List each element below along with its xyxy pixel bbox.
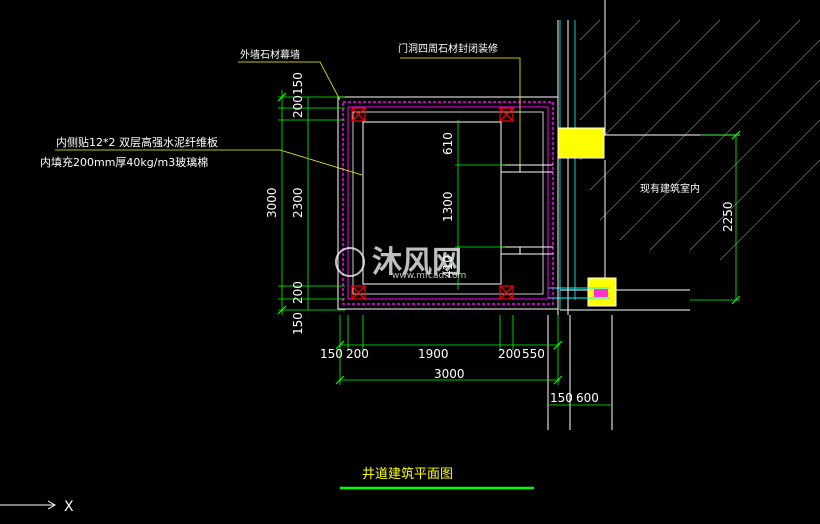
dim-bottom-200a: 200 xyxy=(346,347,369,361)
dim-left-200-top: 200 xyxy=(291,95,305,118)
cyan-structure xyxy=(559,20,576,310)
watermark: 沐风网 www.mfcad.com xyxy=(335,245,466,281)
dimension-lines xyxy=(278,90,740,406)
dim-bottom-3000: 3000 xyxy=(434,367,465,381)
building-structure xyxy=(547,0,740,430)
dim-left-2300: 2300 xyxy=(291,187,305,218)
leader-lines xyxy=(55,57,521,176)
annotation-inner-fill: 内填充200mm厚40kg/m3玻璃棉 xyxy=(40,155,208,169)
existing-building-hatch xyxy=(579,19,820,261)
shaft-walls xyxy=(337,96,559,310)
dim-right-2250: 2250 xyxy=(721,201,735,232)
ucs-x-axis xyxy=(0,500,57,510)
annotation-door-opening: 门洞四周石材封闭装修 xyxy=(398,42,498,55)
dim-bottom-150: 150 xyxy=(320,347,343,361)
annotation-existing-building: 现有建筑室内 xyxy=(640,182,700,195)
yellow-block-upper xyxy=(557,127,605,159)
dim-inner-410: 410 xyxy=(441,255,455,278)
dim-inner-610: 610 xyxy=(441,132,455,155)
watermark-brand: 沐风网 xyxy=(372,245,462,280)
x-axis-label: X xyxy=(64,499,74,515)
annotation-inner-board: 内侧贴12*2 双层高强水泥纤维板 xyxy=(56,135,218,149)
dim-left-150-bottom: 150 xyxy=(291,312,305,335)
dim-bottom-150b: 150 xyxy=(550,391,573,405)
dim-left-3000: 3000 xyxy=(265,187,279,218)
drawing-title: 井道建筑平面图 xyxy=(362,466,453,482)
dim-bottom-1900: 1900 xyxy=(418,347,449,361)
dim-left-150-top: 150 xyxy=(291,72,305,95)
dim-bottom-550: 550 xyxy=(522,347,545,361)
columns xyxy=(351,107,514,300)
dim-inner-1300: 1300 xyxy=(441,191,455,222)
dimension-ticks xyxy=(277,92,741,385)
dim-bottom-200b: 200 xyxy=(498,347,521,361)
watermark-url: www.mfcad.com xyxy=(392,271,466,281)
annotation-outer-wall: 外墙石材幕墙 xyxy=(240,48,300,61)
dim-left-200-bottom: 200 xyxy=(291,281,305,304)
dim-bottom-600: 600 xyxy=(576,391,599,405)
door-opening xyxy=(501,164,553,255)
